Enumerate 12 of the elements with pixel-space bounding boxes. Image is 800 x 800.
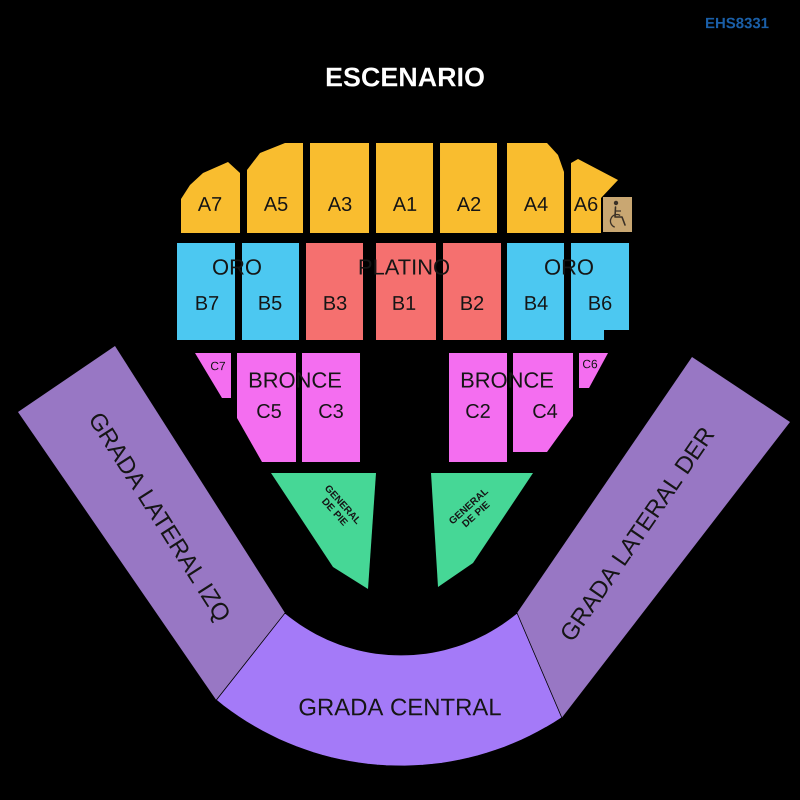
- seating-section: C6: [579, 353, 608, 388]
- seating-section: A4: [507, 143, 564, 233]
- stage-label: ESCENARIO: [326, 67, 484, 87]
- wheelchair-icon: [603, 197, 632, 232]
- seating-section: A6: [571, 159, 618, 233]
- seating-section: A5: [247, 143, 303, 233]
- code-label: EHS8331: [706, 18, 769, 28]
- seating-section: A7: [181, 162, 240, 233]
- seating-section: C7: [195, 353, 231, 398]
- seating-section: A1: [376, 143, 433, 233]
- seating-section: A3: [310, 143, 369, 233]
- seating-section: A2: [440, 143, 497, 233]
